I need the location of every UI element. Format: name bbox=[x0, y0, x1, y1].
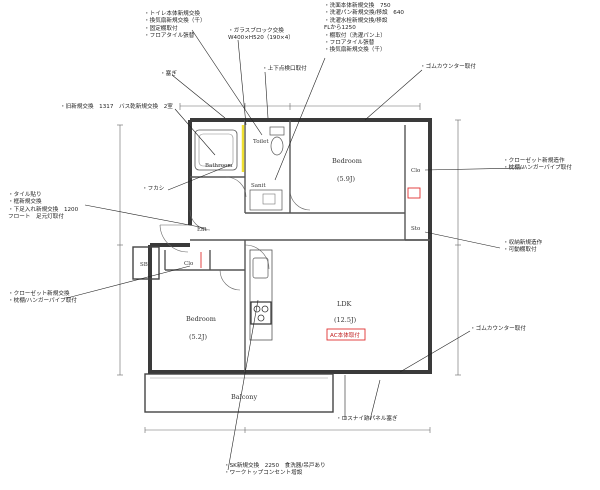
room-label-balcony: Balcony bbox=[231, 393, 257, 401]
kitchen-counter bbox=[249, 249, 273, 341]
storage-small bbox=[132, 246, 160, 280]
balcony bbox=[144, 373, 334, 413]
note-gom-right: ・ゴムカウンター取付 bbox=[470, 326, 526, 332]
exterior-walls bbox=[148, 118, 432, 374]
washbasin bbox=[249, 189, 283, 211]
room-label-bathroom: Bathroom bbox=[205, 163, 233, 169]
closet-top-marker bbox=[407, 187, 421, 199]
note-toilet: ・トイレ本体新規交換・換気扇新規交換（千）・固定棚取付・フロアタイル張替 bbox=[144, 11, 206, 40]
ac-label: AC本体取付 bbox=[330, 331, 360, 339]
room-label-bedroom-bottom: Bedroom bbox=[186, 315, 216, 323]
room-label-bedroom-top: Bedroom bbox=[332, 157, 362, 165]
note-bath: ・旧新規交換 1317 バス乾新規交換 2室 bbox=[60, 104, 173, 110]
room-size-ldk: (12.5J) bbox=[334, 316, 357, 324]
note-fukashi: ・フカシ bbox=[142, 186, 165, 192]
note-rossnai: ・ロスナイ跡パネル塞ぎ bbox=[336, 416, 398, 422]
dimension-lines bbox=[117, 103, 461, 433]
note-storage-right: ・収納新規造作・可動棚取付 bbox=[503, 240, 543, 254]
note-door-close: ・塞ぎ bbox=[160, 71, 177, 77]
toilet-fixture bbox=[269, 126, 285, 156]
room-label-sanitary: Sanit bbox=[251, 183, 266, 189]
room-label-ldk: LDK bbox=[337, 300, 352, 308]
ac-label-box bbox=[326, 328, 366, 341]
bathtub bbox=[194, 129, 238, 171]
note-inspection: ・上下点検口取付 bbox=[262, 66, 307, 72]
note-closet-right: ・クローゼット新規造作・枕棚/ハンガーパイプ取付 bbox=[503, 158, 572, 172]
room-label-toilet: Toilet bbox=[253, 139, 269, 145]
room-label-closet-left: Clo bbox=[184, 261, 194, 267]
doors bbox=[159, 176, 311, 291]
note-kitchen: ・SK新規交換 2250 食洗器/吊戸あり・ワークトップコンセント增設 bbox=[224, 463, 326, 477]
note-gom-top: ・ゴムカウンター取付 bbox=[420, 64, 476, 70]
room-label-entry: Ent bbox=[197, 227, 208, 233]
room-label-closet-top: Clo bbox=[411, 168, 421, 174]
room-label-storage-top: Sto bbox=[411, 226, 421, 232]
note-closet-left: ・クローゼット新規交換・枕棚/ハンガーパイプ取付 bbox=[8, 291, 77, 305]
room-size-bedroom-bottom: (5.2J) bbox=[189, 333, 207, 341]
leader-lines bbox=[66, 29, 526, 471]
room-label-storage-small: SB bbox=[140, 262, 148, 268]
interior-walls bbox=[164, 120, 430, 372]
room-size-bedroom-top: (5.9J) bbox=[337, 175, 355, 183]
note-washroom: ・洗面本体新規交換 750・洗濯パン新規交換/移設 640・洗濯水栓新規交換/移… bbox=[324, 3, 404, 54]
